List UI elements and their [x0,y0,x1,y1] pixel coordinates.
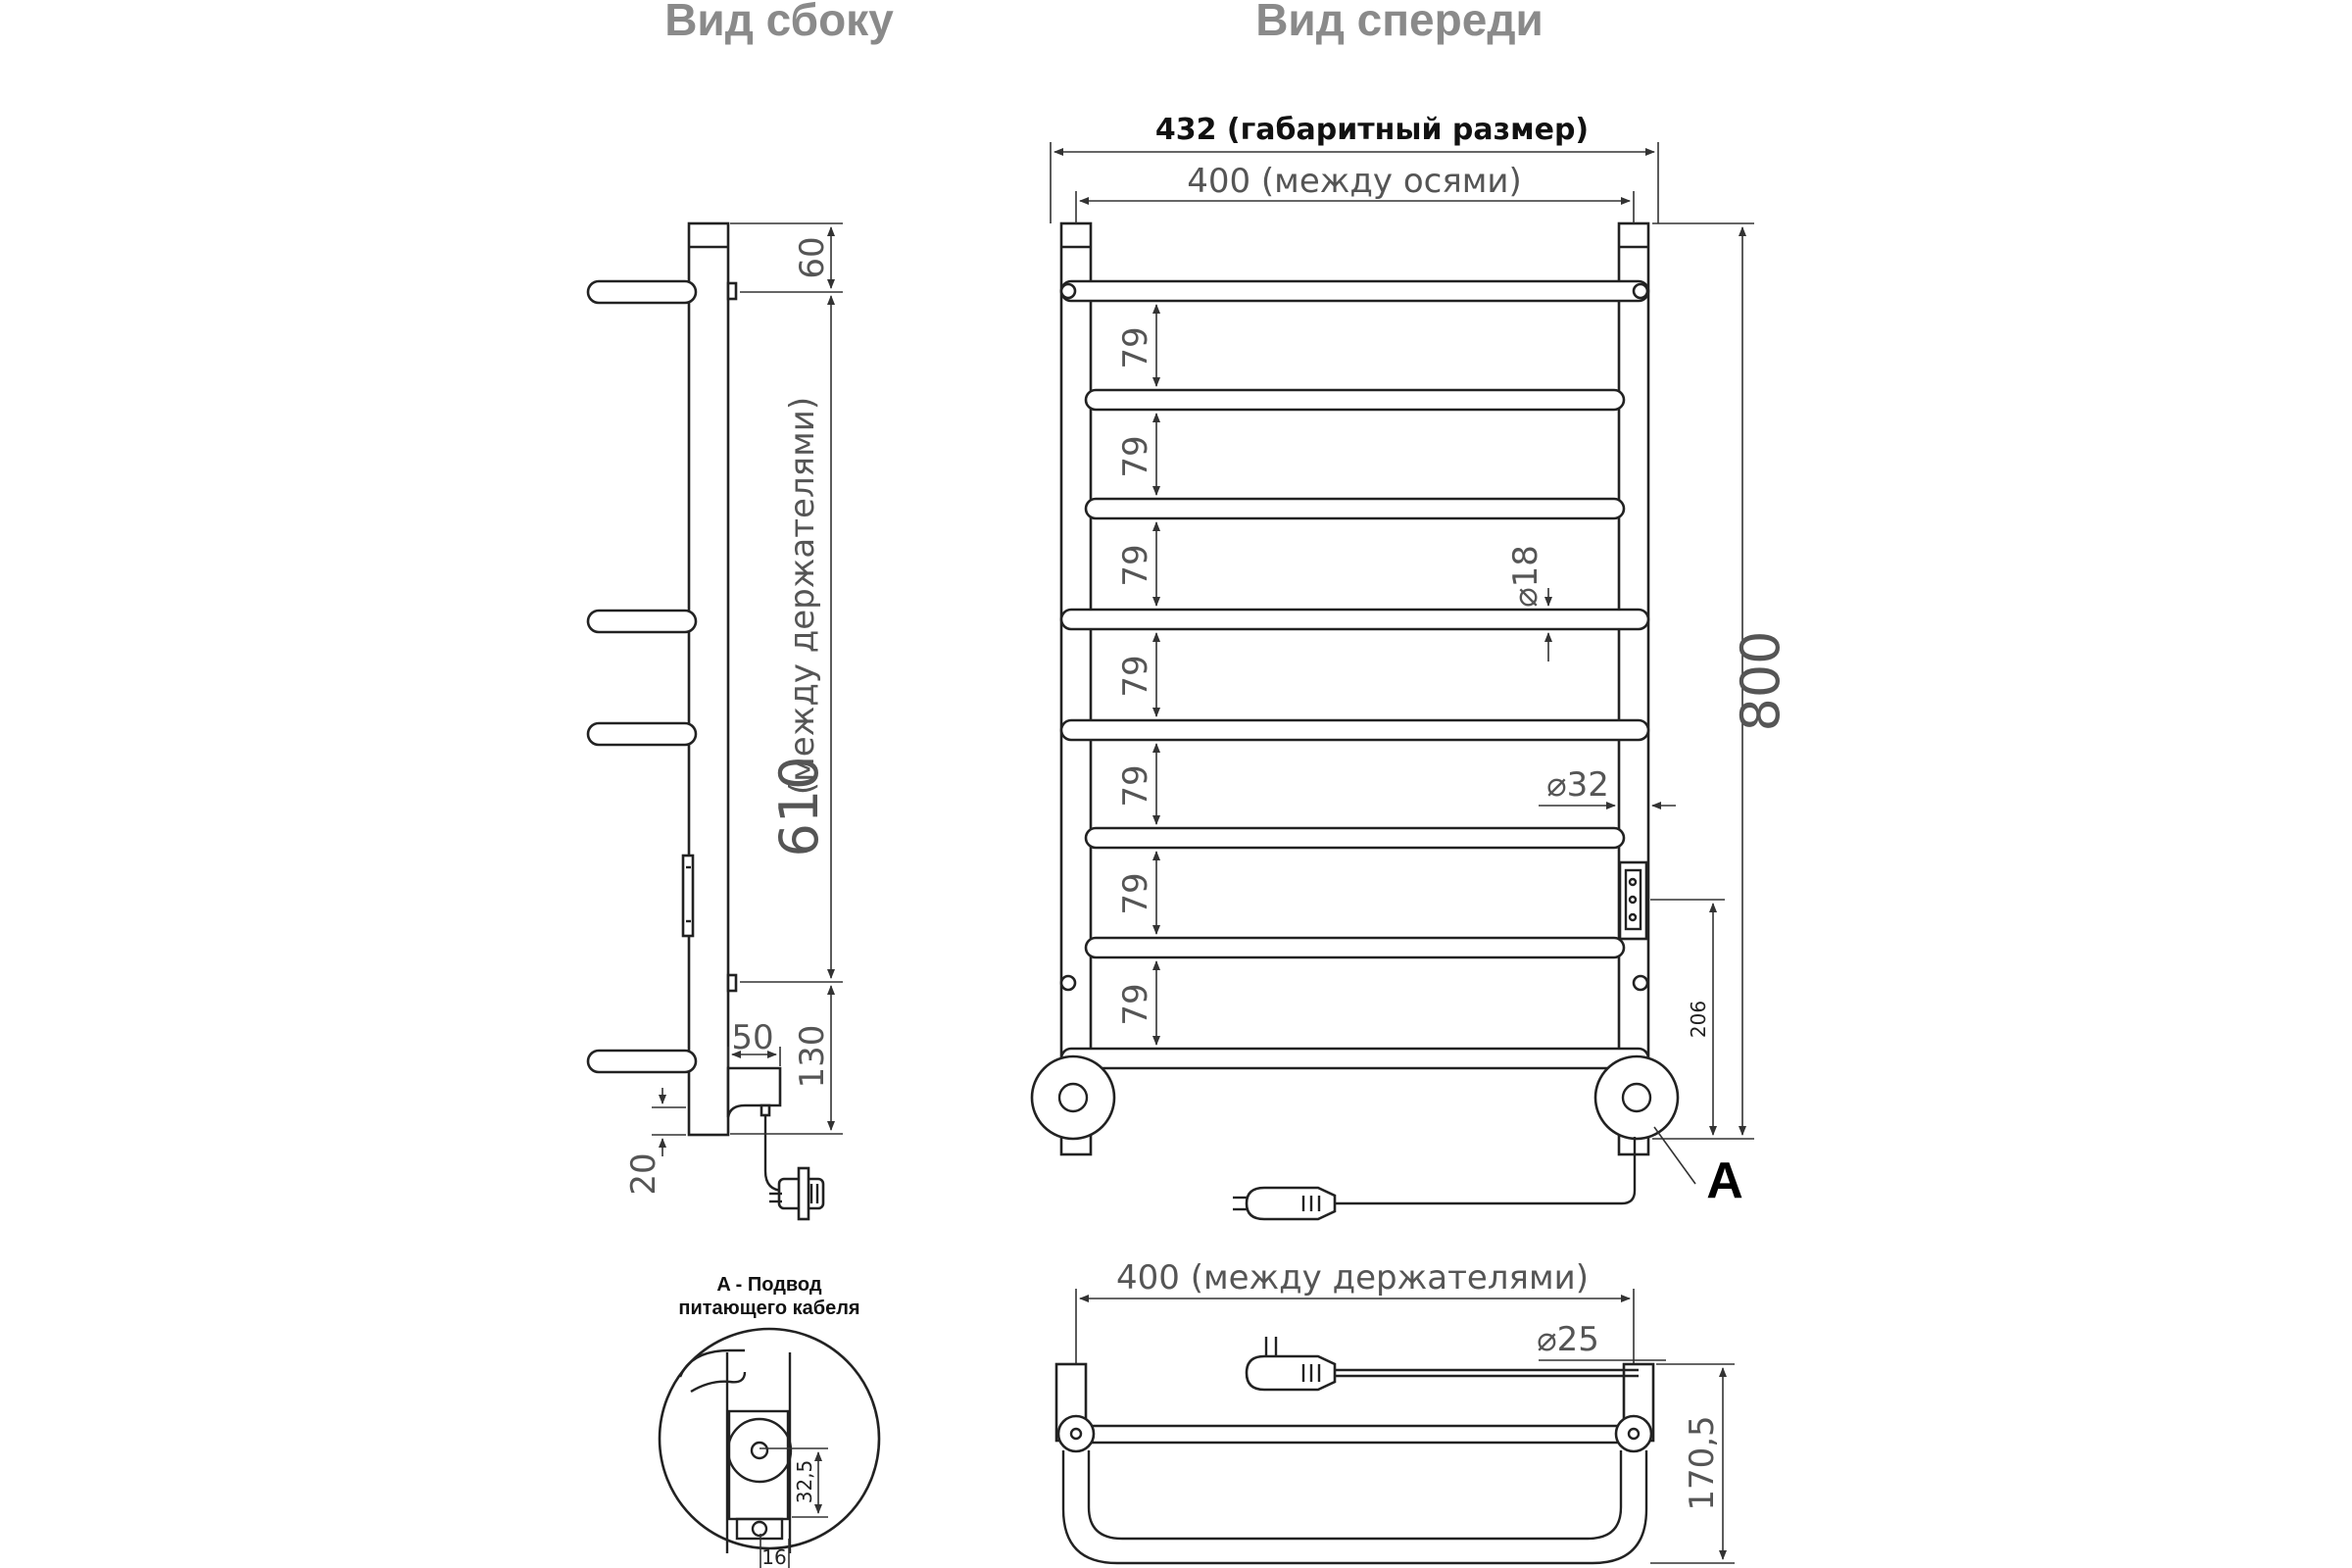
detail-a: A - Подвод питающего кабеля 32,5 16 [658,1274,881,1568]
front-dim-rung-spacing: 79 [1116,872,1155,914]
side-rung [586,279,698,305]
front-left-base-circle [1030,1054,1116,1141]
side-post [687,221,730,1137]
front-dim-rung-spacing: 79 [1116,764,1155,807]
side-rung [586,721,698,747]
front-right-post [1617,221,1650,1156]
front-rung [1059,279,1650,303]
front-view: A 432 (габаритный размер) 400 (между ося… [1030,113,1791,1221]
callout-a: A [1706,1152,1743,1209]
top-u-rail [1061,1450,1648,1565]
front-rung [1059,608,1650,631]
top-left-joint [1056,1414,1096,1453]
side-dim-between-holders-note: (между держателями) [783,397,822,795]
side-bottom-bracket [726,973,738,993]
top-dim-depth: 170,5 [1683,1415,1722,1510]
front-dim-rung-spacing: 79 [1116,326,1155,368]
top-view: 400 (между держателями) ⌀25 [1054,1258,1735,1565]
top-dim-cable-diameter: ⌀25 [1537,1320,1599,1359]
detail-a-circle [658,1327,881,1550]
detail-a-title-line1: A - Подвод [716,1274,821,1296]
side-switch [681,854,695,938]
front-rung [1059,1047,1650,1070]
side-rung [586,1049,698,1074]
front-view-title: Вид спереди [1255,0,1544,45]
side-rung [586,609,698,634]
screw-icon [1632,974,1649,992]
top-plug-icon [1245,1337,1337,1392]
front-plug-icon [1233,1186,1337,1221]
side-dim-top-offset: 60 [793,236,832,278]
front-cable [1313,1137,1637,1205]
front-rung [1084,826,1626,850]
detail-a-title-line2: питающего кабеля [678,1298,859,1319]
front-dim-rung-spacing: 79 [1116,544,1155,586]
front-dim-axis-width: 400 (между осями) [1187,162,1522,201]
front-dim-rung-diameter: ⌀18 [1506,545,1545,608]
front-dim-post-diameter: ⌀32 [1546,765,1609,805]
front-rung [1059,718,1650,742]
front-left-post [1059,221,1093,1156]
side-dim-cable-offset: 50 [731,1018,773,1057]
side-dim-between-holders: 610 [768,756,830,857]
front-right-base-circle [1593,1054,1680,1141]
side-dim-bottom-gap: 20 [624,1152,663,1195]
front-rung [1084,497,1626,520]
front-dim-overall-width: 432 (габаритный размер) [1155,113,1589,147]
front-dim-rung-spacing: 79 [1116,655,1155,697]
top-dim-between-holders: 400 (между держателями) [1116,1258,1589,1298]
detail-a-dim-cable-offset: 16 [761,1545,786,1568]
front-dim-rung-spacing: 79 [1116,983,1155,1025]
power-switch-icon [1618,860,1648,941]
detail-a-dim-cable-height: 32,5 [793,1460,816,1504]
front-dim-total-height: 800 [1730,630,1791,731]
screw-icon [1059,282,1077,300]
side-view-title: Вид сбоку [664,0,894,45]
screw-icon [1632,282,1649,300]
screw-icon [1059,974,1077,992]
side-plug-icon [769,1166,825,1221]
side-dim-bottom-offset: 130 [793,1025,832,1089]
side-view: 60 610 (между держателями) 130 50 20 [586,221,843,1221]
side-top-bracket [726,281,738,301]
front-dim-switch-height: 206 [1687,1001,1710,1038]
front-rung [1084,388,1626,412]
side-cable-block [726,1066,782,1118]
front-rung [1084,936,1626,959]
front-dim-rung-spacing: 79 [1116,435,1155,477]
top-right-joint [1614,1414,1653,1453]
